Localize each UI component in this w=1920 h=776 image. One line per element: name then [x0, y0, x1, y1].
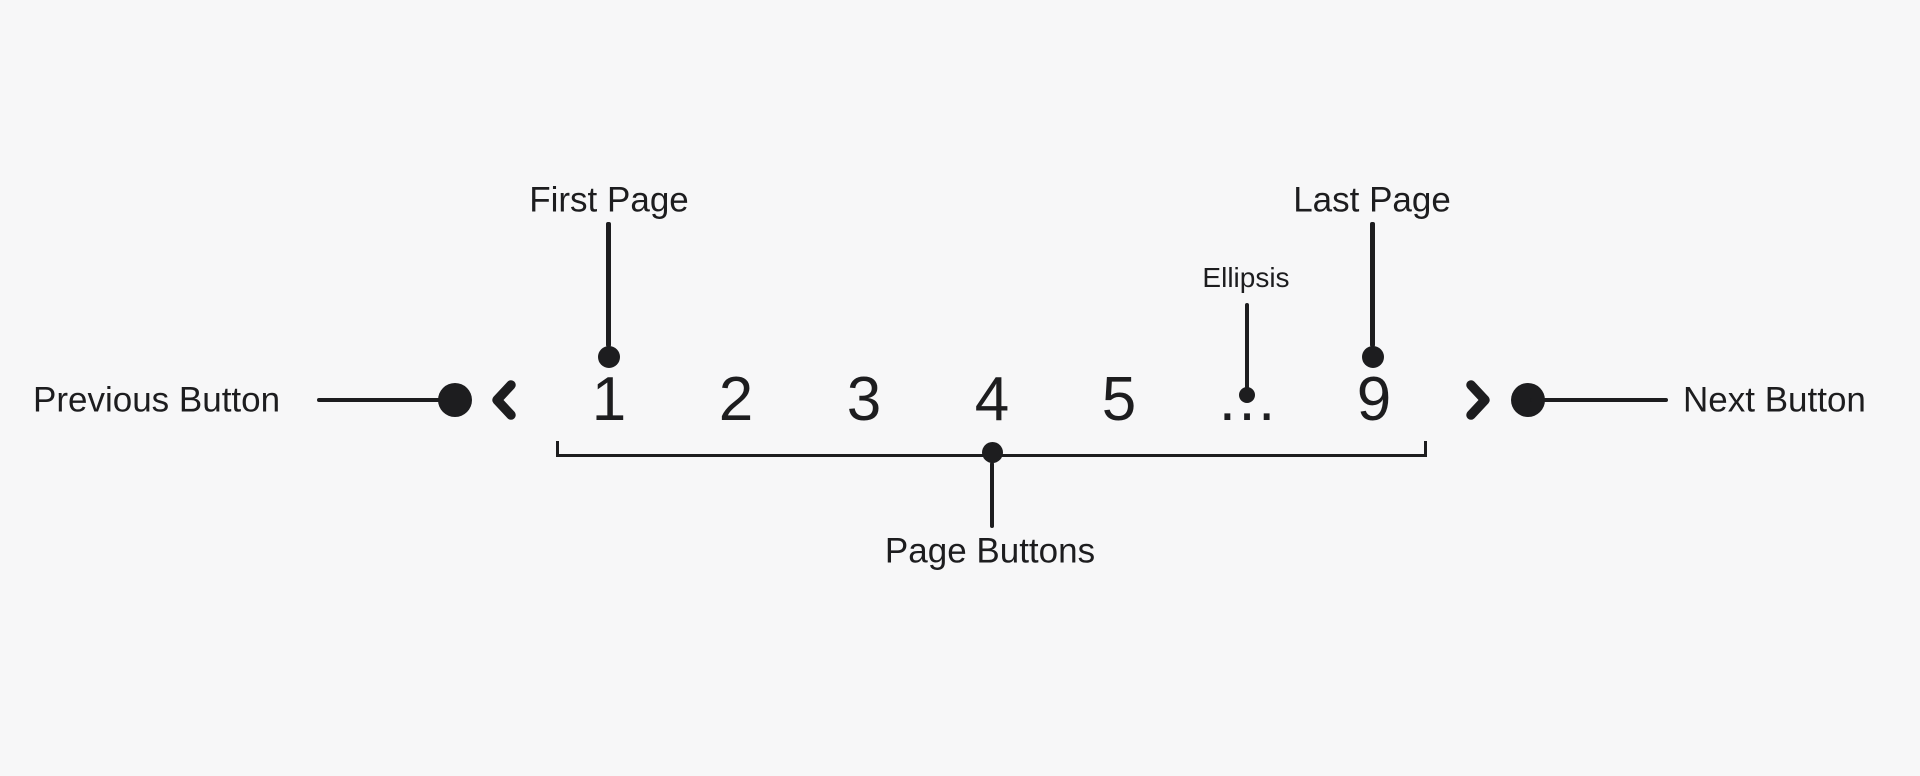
page-button-5[interactable]: 5: [1101, 365, 1137, 434]
first-page-callout-line: [606, 222, 611, 347]
previous-callout-line: [317, 398, 455, 402]
next-callout-line: [1530, 398, 1668, 402]
previous-callout-dot: [438, 383, 472, 417]
page-button-4[interactable]: 4: [974, 365, 1010, 434]
chevron-left-icon: [492, 380, 516, 420]
page-button-1[interactable]: 1: [591, 365, 627, 434]
previous-button-label: Previous Button: [33, 380, 281, 420]
page-buttons-callout-line: [990, 462, 994, 528]
ellipsis-callout-dot: [1239, 387, 1255, 403]
next-button-label: Next Button: [1683, 380, 1866, 420]
page-button-3[interactable]: 3: [846, 365, 882, 434]
first-page-label: First Page: [529, 180, 689, 220]
chevron-right-icon: [1466, 380, 1490, 420]
last-page-callout-dot: [1362, 346, 1384, 368]
ellipsis-callout-line: [1245, 303, 1249, 389]
next-page-button[interactable]: [1464, 378, 1494, 422]
page-button-2[interactable]: 2: [718, 365, 754, 434]
previous-page-button[interactable]: [488, 378, 518, 422]
ellipsis-label: Ellipsis: [1202, 262, 1290, 293]
last-page-callout-line: [1370, 222, 1375, 347]
page-buttons-label: Page Buttons: [884, 531, 1096, 571]
last-page-label: Last Page: [1293, 180, 1451, 220]
first-page-callout-dot: [598, 346, 620, 368]
page-button-9[interactable]: 9: [1356, 365, 1392, 434]
page-buttons-callout-dot: [982, 442, 1003, 463]
